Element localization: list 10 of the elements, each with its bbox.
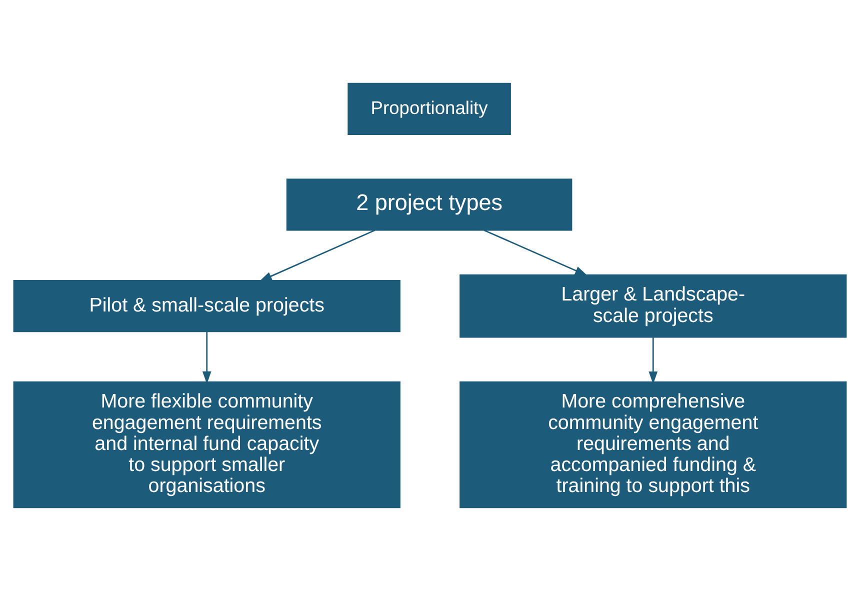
node-box: Larger & Landscape-scale projects xyxy=(460,274,847,338)
node-box: Proportionality xyxy=(348,82,511,135)
arrow xyxy=(484,229,588,276)
arrow xyxy=(648,337,658,384)
node-box: Pilot & small-scale projects xyxy=(13,280,400,332)
node-box: More flexible community engagement requirements and internal fund capacity to support smaller organisations xyxy=(13,380,400,508)
node-box: More comprehensive community engagement requirements and accompanied funding & training to support this xyxy=(460,380,847,508)
arrow xyxy=(202,331,212,384)
node-box: 2 project types xyxy=(286,178,572,230)
arrow xyxy=(259,229,376,281)
